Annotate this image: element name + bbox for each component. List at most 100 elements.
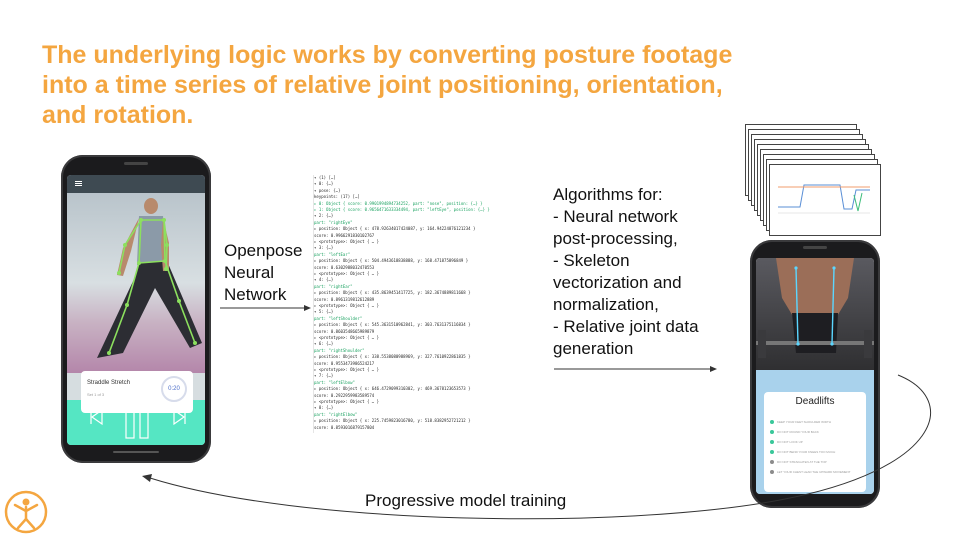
phone-exercise-feedback: Deadlifts KEEP YOUR FEET SHOULDER WIDTH D… [750, 240, 880, 508]
json-line: ▾ 4: {…} [314, 277, 334, 283]
check-done-icon [770, 440, 774, 445]
checklist-text: DO NOT BEND YOUR KNEES TOO MUCH [777, 450, 836, 454]
deadlift-video-frame [756, 258, 874, 373]
title-line-2: into a time series of relative joint pos… [42, 71, 723, 99]
json-line: ▸ position: Object { x: 646.472909931030… [314, 386, 471, 392]
json-line: ▸ <prototype>: Object { … } [314, 335, 380, 340]
json-line: ▾ 0: {…} [314, 181, 334, 187]
keypoints-json-view: ▾ (1) […] ▾ 0: {…} ▾ pose: {…} keypoints… [313, 175, 552, 433]
algorithms-line-3: post-processing, [553, 229, 678, 248]
json-line: ▾ 7: {…} [314, 373, 334, 379]
pause-icon[interactable] [124, 403, 150, 444]
exercise-title: Deadlifts [795, 396, 835, 407]
checklist-text: DO NOT ROUND YOUR BACK [777, 430, 819, 434]
json-line: score: 0.8961319812612889 [314, 296, 375, 302]
json-line: score: 0.8603548665989879 [314, 328, 375, 334]
openpose-line-2: Neural [224, 263, 275, 282]
json-line: ▸ position: Object { x: 545.363151096284… [314, 322, 471, 328]
slide-title: The underlying logic works by converting… [42, 40, 922, 130]
json-line: score: 0.8593016879157804 [314, 424, 375, 430]
check-pending-icon [770, 460, 774, 465]
json-line: ▾ 3: {…} [314, 245, 334, 251]
json-line: ▸ position: Object { x: 435.863945141772… [314, 290, 471, 296]
menu-icon[interactable] [75, 181, 82, 182]
json-line: part: "rightShoulder" [314, 347, 365, 353]
json-line: ▾ pose: {…} [314, 187, 341, 193]
algorithms-label: Algorithms for: - Neural network post-pr… [553, 184, 699, 360]
algorithms-line-1: Algorithms for: [553, 185, 663, 204]
json-line: part: "rightEar" [314, 283, 353, 289]
athlete-video-frame [67, 193, 205, 373]
joint-time-series-plot [778, 184, 870, 214]
json-line: ▸ <prototype>: Object { … } [314, 367, 380, 372]
check-done-icon [770, 420, 774, 425]
json-line: part: "leftEar" [314, 251, 351, 257]
exercise-checklist-card: Deadlifts KEEP YOUR FEET SHOULDER WIDTH D… [764, 392, 866, 492]
deadlift-illustration [756, 258, 874, 358]
algorithms-line-7: - Relative joint data [553, 317, 699, 336]
algorithms-line-5: vectorization and [553, 273, 682, 292]
checklist-item: LET YOUR CHEST LEAD THE UPWARD MOVEMENT [770, 470, 851, 475]
checklist-text: KEEP YOUR FEET SHOULDER WIDTH [777, 420, 832, 424]
progressive-training-label: Progressive model training [365, 491, 567, 510]
openpose-line-1: Openpose [224, 241, 303, 260]
home-indicator [113, 451, 159, 453]
algorithms-line-4: - Skeleton [553, 251, 630, 270]
checklist-item: KEEP YOUR FEET SHOULDER WIDTH [770, 420, 832, 425]
checklist-text: DO NOT LOOK UP [777, 440, 803, 444]
athlete-head [144, 198, 158, 214]
json-line: score: 0.6302988032470553 [314, 264, 375, 270]
athlete-skeleton-overlay [97, 198, 202, 358]
athlete-torso [137, 216, 167, 265]
algorithms-line-8: generation [553, 339, 634, 358]
json-line: ▸ position: Object { x: 504.494361883888… [314, 258, 469, 264]
json-line: ▸ 0: Object { score: 0.9901994894734252,… [314, 200, 483, 206]
phone1-top-bar [67, 175, 205, 193]
checklist-text: DO NOT STRAIGHTEN AT THE TOP [777, 460, 827, 464]
title-line-3: and rotation. [42, 101, 194, 129]
json-line: score: 0.9966291830102767 [314, 232, 375, 238]
json-line: part: "rightEye" [314, 219, 353, 225]
json-line: ▾ 8: {…} [314, 405, 334, 411]
json-line: ▸ position: Object { x: 225.745982301678… [314, 418, 471, 424]
json-line: ▸ position: Object { x: 478.926340174240… [314, 226, 476, 232]
algorithms-line-2: - Neural network [553, 207, 678, 226]
brand-logo [4, 490, 48, 534]
exercise-timer: 0:20 [161, 376, 187, 402]
openpose-line-3: Network [224, 285, 287, 304]
json-line: part: "leftShoulder" [314, 315, 363, 321]
phone-speaker [124, 162, 148, 165]
phone1-screen: Straddle Stretch Set 1 of 3 0:20 [67, 175, 205, 445]
json-line: ▸ <prototype>: Object { … } [314, 239, 380, 244]
json-line: ▸ <prototype>: Object { … } [314, 303, 380, 308]
json-line: part: "leftElbow" [314, 379, 355, 385]
checklist-item: DO NOT LOOK UP [770, 440, 803, 445]
phone2-screen: Deadlifts KEEP YOUR FEET SHOULDER WIDTH D… [756, 258, 874, 494]
skeleton-joints [107, 218, 197, 355]
skip-back-icon[interactable] [87, 407, 107, 432]
exercise-name: Straddle Stretch [87, 380, 131, 386]
checklist-text: LET YOUR CHEST LEAD THE UPWARD MOVEMENT [777, 470, 851, 474]
json-line: score: 0.9553473986524217 [314, 360, 375, 366]
json-line: ▸ <prototype>: Object { … } [314, 399, 380, 404]
json-line: ▸ 1: Object { score: 0.9656471633334494,… [314, 207, 490, 212]
time-series-chart-card [769, 164, 881, 236]
json-line: part: "rightElbow" [314, 411, 358, 417]
check-pending-icon [770, 470, 774, 475]
exercise-set-info: Set 1 of 3 [87, 392, 105, 397]
check-done-icon [770, 450, 774, 455]
openpose-label: Openpose Neural Network [224, 240, 302, 306]
athlete-legs [97, 261, 202, 358]
check-done-icon [770, 430, 774, 435]
json-line: ▾ (1) […] [314, 175, 336, 180]
json-line: ▾ 5: {…} [314, 309, 334, 315]
checklist-item: DO NOT ROUND YOUR BACK [770, 430, 819, 435]
json-line: ▾ 6: {…} [314, 341, 334, 347]
skeleton-lines [108, 219, 196, 354]
json-line: ▸ position: Object { x: 338.553808098896… [314, 354, 471, 360]
phone-posture-capture: Straddle Stretch Set 1 of 3 0:20 [61, 155, 211, 463]
skip-forward-icon[interactable] [169, 407, 189, 432]
arrow-to-json [220, 305, 311, 311]
checklist-item: DO NOT STRAIGHTEN AT THE TOP [770, 460, 827, 465]
title-line-1: The underlying logic works by converting… [42, 41, 733, 69]
